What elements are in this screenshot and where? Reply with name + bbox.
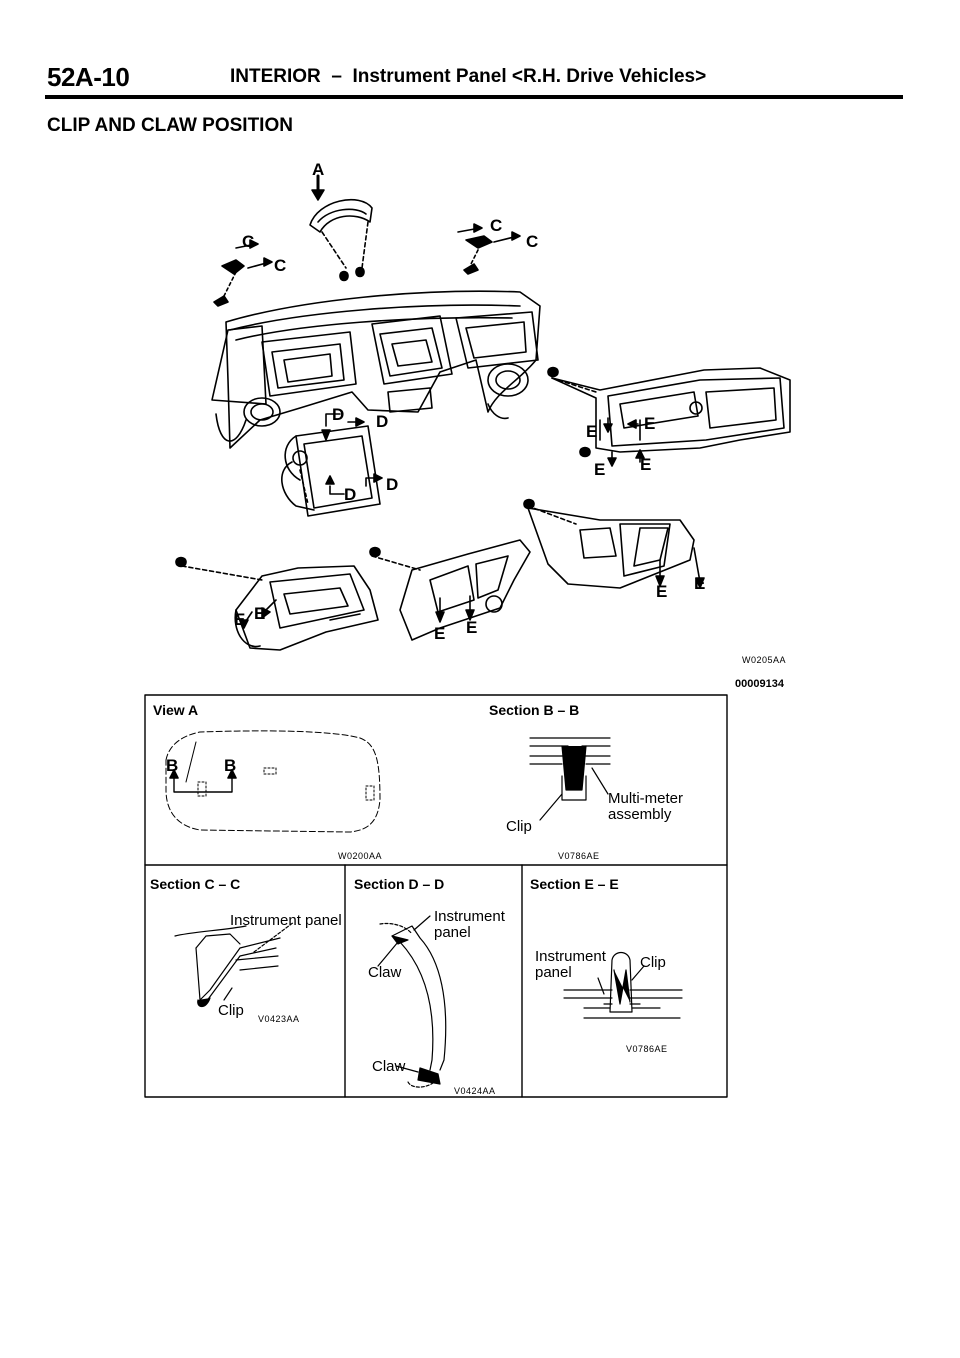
section-cc-code: V0423AA xyxy=(258,1014,300,1024)
callout-a: A xyxy=(312,160,325,179)
callout-e: E xyxy=(594,460,606,479)
section-bb-code: V0786AE xyxy=(558,851,600,861)
section-bb-label-meter: Multi-meter xyxy=(608,790,684,807)
section-dd-label-panel-2: panel xyxy=(434,924,471,941)
section-ee-title: Section E – E xyxy=(530,876,619,892)
view-a-code: W0200AA xyxy=(338,851,383,861)
callout-e: E xyxy=(466,618,478,637)
document-code: 00009134 xyxy=(735,678,784,690)
callout-d: D xyxy=(332,405,345,424)
callout-d: D xyxy=(376,412,389,431)
section-cc-label-clip: Clip xyxy=(218,1002,244,1019)
view-a-b-label: B xyxy=(166,756,179,775)
callout-e: E xyxy=(234,610,246,629)
page-number: 52A-10 xyxy=(47,62,130,92)
section-ee-code: V0786AE xyxy=(626,1044,668,1054)
header-rule xyxy=(45,95,903,99)
callout-e: E xyxy=(586,422,598,441)
section-ee-label-clip: Clip xyxy=(640,954,666,971)
section-bb-label-clip: Clip xyxy=(506,818,532,835)
callout-e: E xyxy=(656,582,668,601)
callout-e: E xyxy=(434,624,446,643)
section-title: CLIP AND CLAW POSITION xyxy=(47,115,293,136)
callout-c: C xyxy=(526,232,539,251)
section-bb-label-meter-2: assembly xyxy=(608,806,672,823)
running-title: INTERIOR – Instrument Panel <R.H. Drive … xyxy=(230,66,707,87)
callout-e: E xyxy=(640,455,652,474)
figure-code: W0205AA xyxy=(742,655,787,665)
view-a-b-label: B xyxy=(224,756,237,775)
callout-c: C xyxy=(490,216,503,235)
section-dd-title: Section D – D xyxy=(354,876,445,892)
callout-c: C xyxy=(242,232,255,251)
callout-e: E xyxy=(644,414,656,433)
callout-e: E xyxy=(694,574,706,593)
section-dd-label-panel: Instrument xyxy=(434,908,505,925)
section-cc-title: Section C – C xyxy=(150,876,241,892)
section-dd-label-claw: Claw xyxy=(372,1058,406,1075)
callout-d: D xyxy=(344,485,357,504)
section-dd-code: V0424AA xyxy=(454,1086,496,1096)
callout-d: D xyxy=(386,475,399,494)
view-a-title: View A xyxy=(153,702,199,718)
callout-e: E xyxy=(254,604,266,623)
section-bb-title: Section B – B xyxy=(489,702,580,718)
section-dd-label-claw: Claw xyxy=(368,964,402,981)
callout-c: C xyxy=(274,256,287,275)
section-ee-label-panel-2: panel xyxy=(535,964,572,981)
section-ee-label-panel: Instrument xyxy=(535,948,606,965)
section-cc-label-panel: Instrument panel xyxy=(230,912,342,929)
